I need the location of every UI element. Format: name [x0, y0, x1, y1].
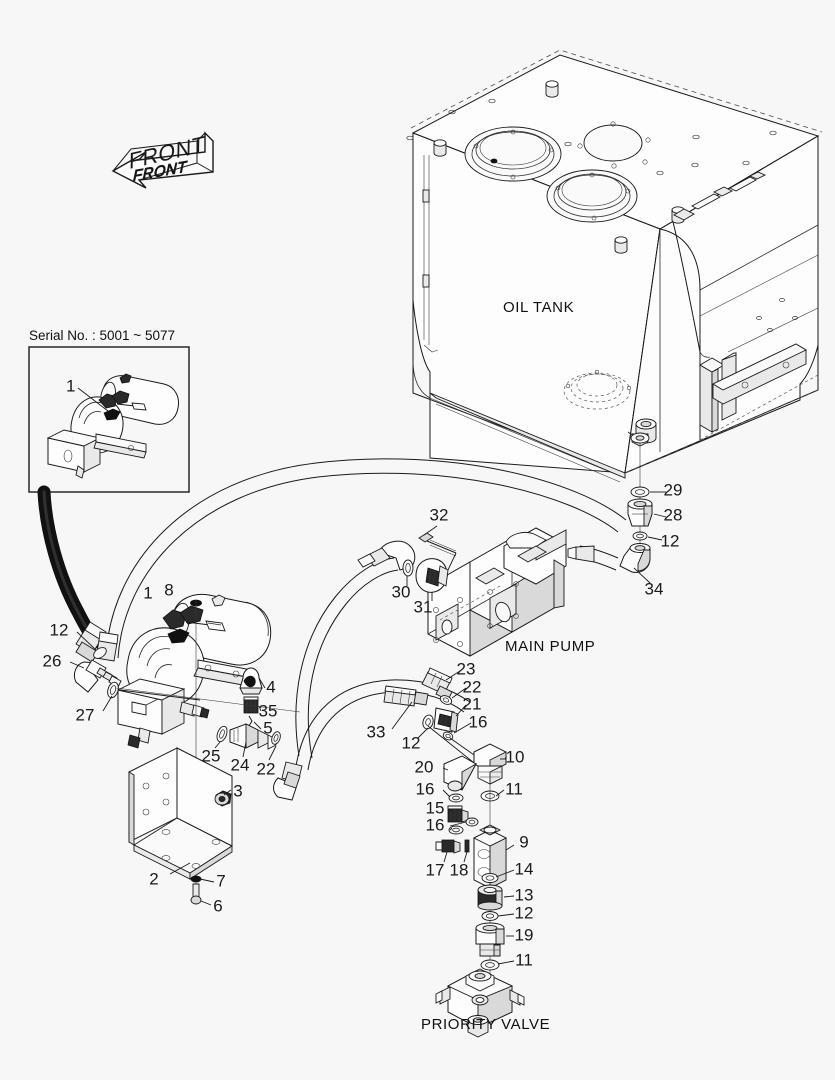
callout-14: 14	[515, 859, 534, 878]
callout-27: 27	[76, 705, 95, 724]
callout-4: 4	[266, 677, 275, 696]
callout-8: 8	[164, 580, 173, 599]
tank-drain-fitting	[630, 432, 650, 447]
pump-flange-group	[402, 525, 457, 601]
callout-34: 34	[645, 579, 664, 598]
callout-22b: 22	[257, 759, 276, 778]
callout-23: 23	[457, 659, 476, 678]
bracket-bolt-3	[214, 790, 232, 807]
priority-valve-label: PRIORITY VALVE	[421, 1016, 550, 1033]
callout-31: 31	[414, 597, 433, 616]
main-pump-label: MAIN PUMP	[505, 638, 595, 655]
black-supply-hose	[37, 485, 107, 663]
mounting-bracket	[128, 747, 233, 906]
callout-28: 28	[664, 505, 683, 524]
callout-3: 3	[233, 781, 242, 800]
callout-12-left: 12	[50, 620, 69, 639]
callout-32: 32	[430, 505, 449, 524]
tank-outlet-fitting-group	[567, 443, 667, 584]
tank-filler-port-1	[464, 126, 562, 182]
lower-fitting-chain	[475, 869, 515, 971]
callout-20: 20	[415, 757, 434, 776]
callout-6: 6	[213, 896, 222, 915]
callout-35: 35	[259, 701, 278, 720]
callout-10: 10	[506, 747, 525, 766]
callout-13: 13	[515, 885, 534, 904]
callout-12-low: 12	[515, 903, 534, 922]
callout-22: 22	[463, 677, 482, 696]
callout-25: 25	[202, 746, 221, 765]
callout-30: 30	[392, 582, 411, 601]
oil-tank-assembly: OIL TANK	[406, 49, 823, 483]
callout-16a: 16	[469, 712, 488, 731]
hose-end-fitting-chain	[391, 667, 485, 767]
callout-29: 29	[664, 480, 683, 499]
inset-solenoid	[98, 390, 147, 421]
serial-note-label: Serial No. : 5001 ~ 5077	[29, 328, 175, 343]
callout-21: 21	[463, 694, 482, 713]
tank-foot-plate	[712, 343, 807, 405]
main-pump-assembly: MAIN PUMP	[427, 527, 595, 657]
oil-tank-label: OIL TANK	[503, 299, 574, 316]
callout-24: 24	[231, 755, 250, 774]
callout-12-right: 12	[661, 531, 680, 550]
callout-19: 19	[515, 925, 534, 944]
callout-7: 7	[216, 871, 225, 890]
callout-26: 26	[43, 651, 62, 670]
callout-16c: 16	[426, 815, 445, 834]
inset-pump-assembly: 1	[46, 373, 179, 479]
tank-bottom-dashed-port	[563, 369, 632, 410]
callout-33: 33	[367, 722, 386, 741]
priority-valve-assembly: PRIORITY VALVE	[421, 968, 550, 1038]
elbow-and-connector-group	[442, 743, 507, 835]
callout-12-mid: 12	[402, 733, 421, 752]
left-elbow-fitting-group	[69, 631, 201, 712]
callout-9: 9	[519, 832, 528, 851]
motor-solenoid-terminals	[162, 605, 226, 644]
serial-inset-panel: Serial No. : 5001 ~ 5077	[28, 328, 190, 493]
tank-hole-plain	[577, 121, 651, 169]
callout-11b: 11	[515, 950, 533, 969]
callout-16b: 16	[416, 779, 435, 798]
breather-and-tee-group	[115, 667, 301, 761]
tank-filler-port-2	[546, 169, 638, 223]
callout-18: 18	[450, 860, 469, 879]
callout-5: 5	[263, 718, 272, 737]
tank-top-holes	[406, 98, 777, 176]
callout-15: 15	[426, 798, 445, 817]
callout-11a: 11	[505, 779, 523, 798]
callout-1: 1	[143, 583, 152, 602]
callout-17: 17	[426, 860, 445, 879]
callout-2: 2	[149, 869, 158, 888]
callout-numbers: 1 8 12 26 27 4 35 5 25 24 22 3 2 7 6 32 …	[43, 480, 683, 969]
callout-inset-1: 1	[66, 376, 75, 395]
